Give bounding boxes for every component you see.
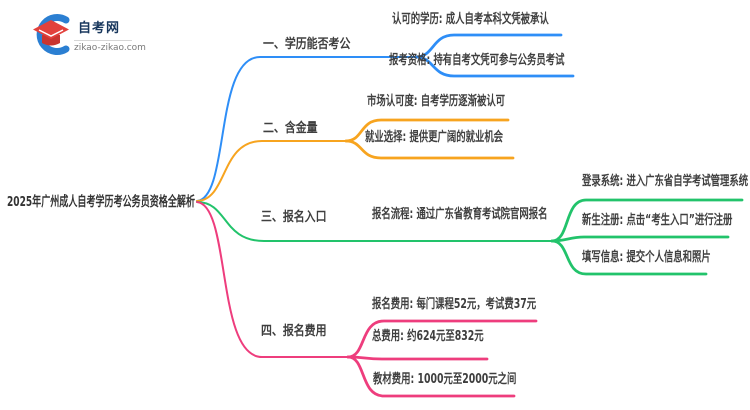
branch-3-label: 三、报名入口 bbox=[261, 210, 327, 225]
branch-2-child-2: 就业选择: 提供更广阔的就业机会 bbox=[365, 130, 504, 145]
logo-subtitle: zikao-zikao.com bbox=[74, 43, 146, 53]
branch-1-label: 一、学历能否考公 bbox=[263, 37, 351, 52]
branch-4-label: 四、报名费用 bbox=[261, 324, 327, 339]
branch-4-child-3: 教材费用: 1000元至2000元之间 bbox=[373, 372, 517, 387]
branch-4-child-2: 总费用: 约624元至832元 bbox=[372, 329, 484, 344]
logo-title: 自考网 bbox=[78, 21, 121, 36]
connector-root-branch-3 bbox=[196, 201, 553, 242]
connector-root-branch-4 bbox=[196, 201, 349, 358]
connector-root-branch-1 bbox=[196, 56, 417, 202]
connector-branch-4-child-2 bbox=[346, 355, 489, 361]
connector-branch-3-grandchild-3 bbox=[550, 239, 708, 276]
branch-1-child-2: 报考资格: 持有自考文凭可参与公务员考试 bbox=[389, 53, 565, 68]
connector-branch-4-child-3 bbox=[346, 355, 516, 398]
logo-divider bbox=[74, 40, 132, 41]
branch-4-child-1: 报名费用: 每门课程52元，考试费37元 bbox=[372, 297, 537, 312]
branch-2-label: 二、含金量 bbox=[263, 121, 318, 136]
branch-3-child-1: 报名流程: 通过广东省教育考试院官网报名 bbox=[372, 207, 548, 222]
connector-branch-1-child-2 bbox=[414, 55, 575, 78]
connector-branch-3-grandchild-2 bbox=[550, 235, 730, 243]
connector-root-branch-2 bbox=[196, 140, 347, 202]
zikao-logo[interactable]: 自考网 zikao-zikao.com bbox=[28, 12, 148, 58]
connector-branch-2-child-2 bbox=[344, 139, 515, 160]
branch-3-grandchild-1: 登录系统: 进入广东省自学考试管理系统 bbox=[582, 174, 749, 189]
branch-3-grandchild-3: 填写信息: 提交个人信息和照片 bbox=[582, 250, 711, 265]
branch-2-child-1: 市场认可度: 自考学历逐渐被认可 bbox=[367, 94, 506, 109]
branch-3-grandchild-2: 新生注册: 点击“考生入口”进行注册 bbox=[582, 213, 733, 228]
branch-1-child-1: 认可的学历: 成人自考本科文凭被承认 bbox=[392, 12, 549, 27]
root-node: 2025年广州成人自考学历考公务员资格全解析 bbox=[7, 194, 195, 210]
graduation-cap-icon bbox=[33, 14, 70, 55]
